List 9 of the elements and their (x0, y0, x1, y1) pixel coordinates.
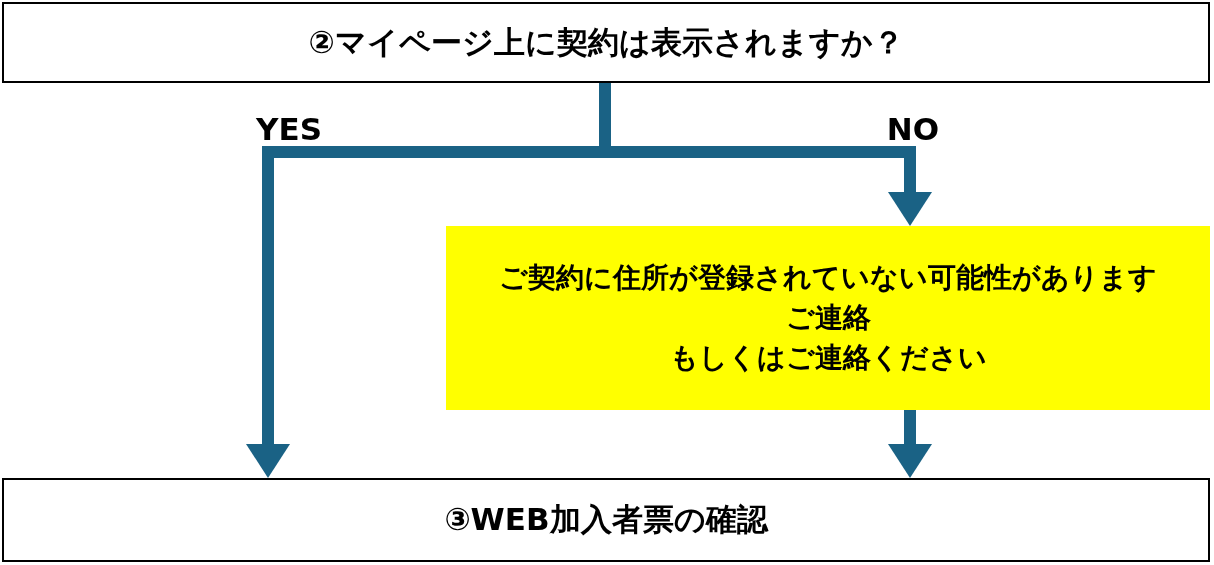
notice-text: もしくはご連絡ください (669, 340, 987, 376)
arrow (888, 410, 932, 478)
notice-text: ご連絡 (785, 300, 871, 336)
notice-box (446, 226, 1210, 410)
question-box: ②マイページ上に契約は表示されますか？ (2, 2, 1210, 83)
edge-label: NO (886, 111, 940, 147)
notice-text: ご契約に住所が登録されていない可能性があります (499, 260, 1157, 296)
edge-label: YES (256, 111, 322, 147)
step-box: ③WEB加入者票の確認 (2, 478, 1210, 562)
